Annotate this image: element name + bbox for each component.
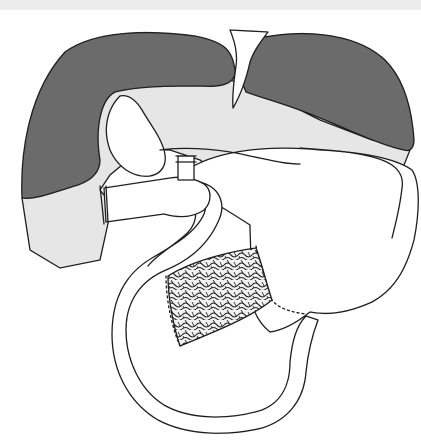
mesh-patch <box>168 248 272 346</box>
hepatic-duct <box>178 156 194 180</box>
duodenum-limb <box>104 177 210 222</box>
